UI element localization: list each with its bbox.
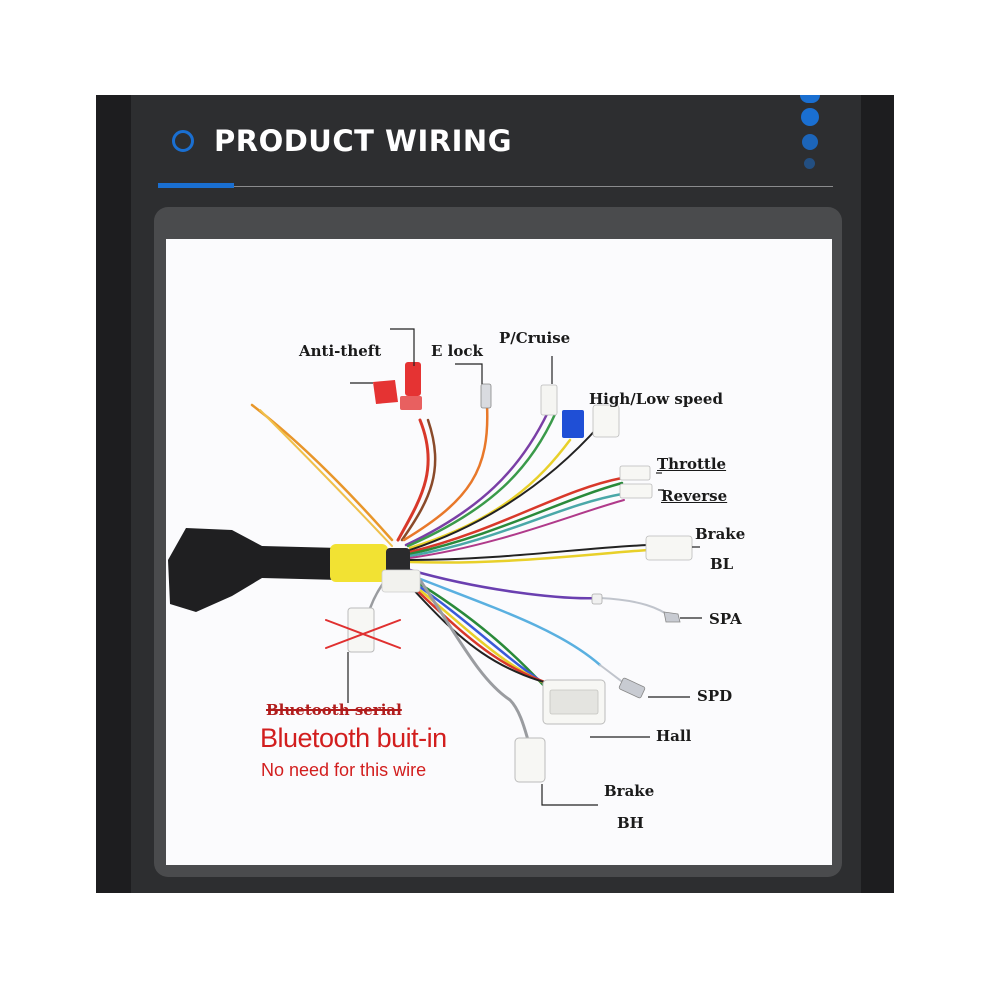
label-brake-bh: Brake: [604, 782, 655, 800]
label-bh: BH: [617, 814, 644, 832]
circle-ring-icon: [172, 130, 194, 152]
label-bl: BL: [710, 555, 734, 573]
wire-bh-gray: [418, 578, 530, 742]
pcruise-connector: [540, 384, 558, 416]
hall-connector: [542, 679, 606, 725]
page-title: PRODUCT WIRING: [214, 124, 512, 158]
note-no-need: No need for this wire: [261, 760, 427, 780]
label-p-cruise: P/Cruise: [499, 329, 571, 347]
label-brake-bl: Brake: [695, 525, 746, 543]
throttle-connector: [619, 465, 653, 499]
no-bluetooth-cross-icon: [325, 619, 401, 649]
label-anti-theft: Anti-theft: [299, 342, 382, 360]
header-accent-bar: [158, 183, 234, 188]
spd-terminal: [618, 677, 646, 699]
label-hall: Hall: [656, 727, 692, 745]
wire-spa-purple: [408, 568, 602, 600]
label-spa: SPA: [709, 610, 742, 628]
wire-throttle-red: [408, 476, 624, 554]
brake-bh-connector: [514, 737, 546, 783]
speed-connectors: [562, 404, 620, 438]
decor-dot-1: [800, 95, 820, 103]
note-bluetooth-builtin: Bluetooth buit-in: [260, 723, 447, 753]
antitheft-connector: [373, 362, 422, 410]
header-divider: [158, 186, 833, 187]
label-high-low-speed: High/Low speed: [589, 390, 723, 408]
bluetooth-connector: [347, 569, 421, 653]
decor-dot-4: [804, 158, 815, 169]
spa-terminal: [591, 593, 681, 623]
wire-elock-orange: [402, 403, 489, 542]
label-bluetooth-serial: Bluetooth serial: [266, 701, 402, 719]
wire-pcruise-purple: [404, 410, 550, 547]
wire-brake-yellow: [408, 548, 650, 564]
decor-dot-3: [802, 134, 818, 150]
wire-reverse-green: [408, 492, 624, 558]
label-spd: SPD: [697, 687, 733, 705]
label-reverse: Reverse: [661, 487, 728, 505]
callout-lines: [347, 328, 702, 806]
wire-speed-yellow: [408, 438, 572, 550]
wire-spd-lightblue: [408, 573, 602, 667]
decor-dot-2: [801, 108, 819, 126]
label-throttle: Throttle: [657, 455, 727, 473]
brake-bl-connector: [645, 535, 693, 561]
elock-terminal: [480, 383, 492, 409]
yellow-sleeve: [330, 544, 388, 582]
harness-plug-black: [168, 528, 340, 612]
label-e-lock: E lock: [431, 342, 483, 360]
wire-antitheft-red: [396, 418, 430, 542]
